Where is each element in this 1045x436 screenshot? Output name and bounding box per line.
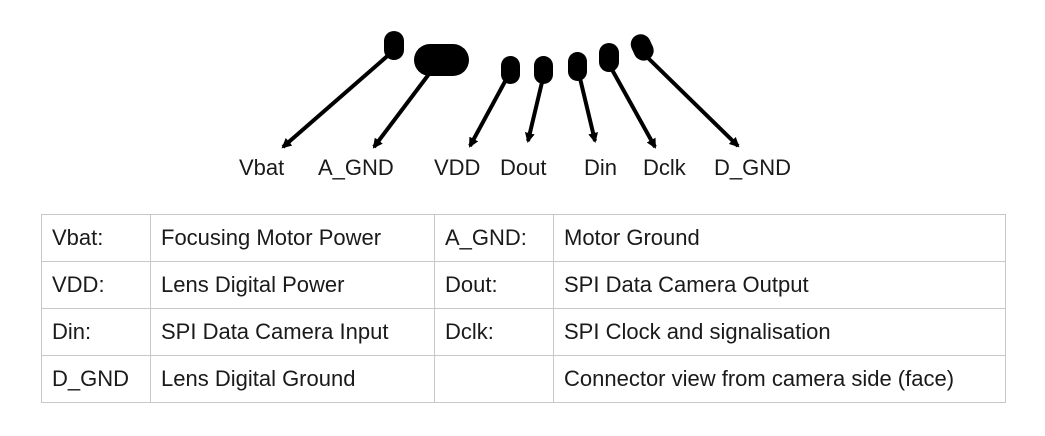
pin-label-vbat: Vbat bbox=[239, 155, 284, 180]
arrow-dclk bbox=[608, 65, 657, 149]
pin-description-cell: Focusing Motor Power bbox=[150, 214, 435, 262]
pin-description-cell: SPI Data Camera Output bbox=[553, 261, 1006, 309]
table-row: Vbat: Focusing Motor Power A_GND: Motor … bbox=[41, 214, 1006, 262]
table-row: VDD: Lens Digital Power Dout: SPI Data C… bbox=[41, 261, 1006, 309]
pin-label-a-gnd: A_GND bbox=[318, 155, 394, 180]
pin-label-vdd: VDD bbox=[434, 155, 480, 180]
pin-contact-d-gnd bbox=[630, 34, 654, 61]
arrow-a-gnd bbox=[372, 68, 434, 149]
connector-pinout-diagram: Vbat A_GND VDD Dout Din Dclk D_GND bbox=[239, 31, 791, 180]
pin-contact-a-gnd bbox=[414, 44, 469, 76]
pin-description-cell: SPI Clock and signalisation bbox=[553, 308, 1006, 356]
pin-description-table: Vbat: Focusing Motor Power A_GND: Motor … bbox=[41, 214, 1006, 403]
pin-contact-dout bbox=[534, 56, 553, 84]
pin-description-cell: Motor Ground bbox=[553, 214, 1006, 262]
pin-description-cell: Lens Digital Ground bbox=[150, 355, 435, 403]
arrow-din bbox=[577, 73, 599, 143]
arrow-d-gnd bbox=[643, 53, 740, 148]
pin-name-cell: VDD: bbox=[41, 261, 151, 309]
pin-name-cell: A_GND: bbox=[434, 214, 554, 262]
arrow-vbat bbox=[281, 50, 394, 149]
pin-name-cell: Din: bbox=[41, 308, 151, 356]
pin-name-cell: Dclk: bbox=[434, 308, 554, 356]
pin-label-d-gnd: D_GND bbox=[714, 155, 791, 180]
empty-cell bbox=[434, 355, 554, 403]
caption-cell: Connector view from camera side (face) bbox=[553, 355, 1006, 403]
pin-name-cell: Vbat: bbox=[41, 214, 151, 262]
pin-label-dout: Dout bbox=[500, 155, 546, 180]
pin-label-din: Din bbox=[584, 155, 617, 180]
arrow-dout bbox=[524, 77, 545, 143]
pin-label-dclk: Dclk bbox=[643, 155, 687, 180]
table-row: D_GND Lens Digital Ground Connector view… bbox=[41, 355, 1006, 403]
pin-name-cell: D_GND bbox=[41, 355, 151, 403]
pin-contact-dclk bbox=[599, 43, 619, 72]
pin-contact-din bbox=[568, 52, 587, 81]
pin-name-cell: Dout: bbox=[434, 261, 554, 309]
arrow-vdd bbox=[468, 75, 510, 148]
pin-description-cell: SPI Data Camera Input bbox=[150, 308, 435, 356]
table-row: Din: SPI Data Camera Input Dclk: SPI Clo… bbox=[41, 308, 1006, 356]
pin-description-cell: Lens Digital Power bbox=[150, 261, 435, 309]
